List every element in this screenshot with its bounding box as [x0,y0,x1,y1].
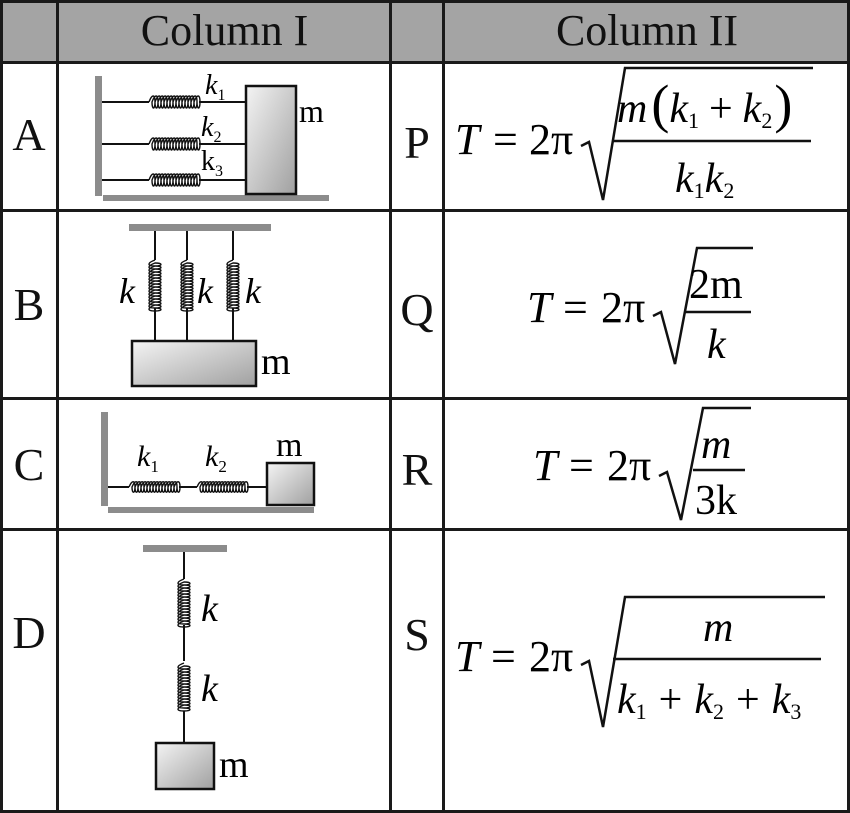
wall [95,76,102,196]
grid-line [0,61,850,64]
formula-t: T [527,283,555,332]
grid-line [0,528,850,531]
floor [103,195,329,201]
formula-t: T [455,632,483,681]
spring-left [148,259,162,312]
numerator: 2m [689,262,743,308]
label-k2: k2 [201,112,221,146]
column-1-header: Column I [140,6,309,55]
label-k-right: k [245,271,262,311]
grid-line [389,0,392,813]
grid-line [0,209,850,212]
figure-d-series-vertical: k k m [143,545,249,791]
spring-k1 [148,95,201,109]
formula-s: T = 2π m k1+k2+k3 [455,595,825,728]
grid-line [56,0,59,813]
row-label-c: C [13,439,45,490]
denominator: k [707,322,727,368]
formula-t: T [533,441,561,490]
ceiling [143,545,227,552]
label-k2: k2 [205,440,227,476]
floor [108,507,314,513]
formula-two-pi: 2π [529,115,573,164]
numerator: m(k1+k2) [617,74,792,134]
grid-line [0,0,3,813]
label-k1: k1 [137,440,159,476]
row-label-a: A [12,109,46,160]
figure-c-series-horizontal: k1 k2 m [101,412,316,513]
denominator: k1k2 [675,156,734,203]
label-k3: k3 [201,146,223,180]
row-label-d: D [12,607,46,658]
radical-sign [580,66,813,201]
radical-sign [580,595,825,728]
numerator: m [701,422,731,468]
ceiling [129,224,271,231]
formula-equals: = [569,441,594,490]
radical-sign [658,406,751,521]
wall [101,412,108,506]
block-mass [244,84,298,196]
grid-line [0,397,850,400]
formula-equals: = [563,283,588,332]
spring-top [177,578,191,628]
spring-k2 [196,481,249,493]
spring-k3 [148,173,201,187]
spring-k2 [148,137,201,151]
label-mass: m [261,341,291,383]
row-label-r: R [401,444,433,495]
formula-p: T = 2π m(k1+k2) k1k2 [455,66,813,203]
formula-equals: = [493,115,518,164]
header-row-right [391,0,850,62]
label-mass: m [276,427,302,464]
label-k-left: k [119,271,136,311]
block-mass [130,339,258,388]
spring-middle [180,259,194,312]
formula-two-pi: 2π [529,632,573,681]
formula-two-pi: 2π [601,283,645,332]
label-k1: k1 [205,70,225,104]
label-k-bottom: k [201,668,219,710]
formula-q: T = 2π 2m k [527,246,753,368]
block-mass [154,741,216,791]
formula-r: T = 2π m 3k [533,406,751,524]
label-k-middle: k [197,271,214,311]
grid-line [847,0,850,813]
spring-right [226,259,240,312]
formula-t: T [455,115,483,164]
spring-bottom [177,662,191,712]
block-mass [265,461,316,507]
grid-line [0,0,850,3]
denominator: 3k [695,478,737,524]
row-label-q: Q [400,284,434,335]
row-label-p: P [404,117,430,168]
denominator: k1+k2+k3 [617,677,801,724]
spring-k1 [128,481,181,493]
label-mass: m [219,744,249,786]
column-2-header: Column II [555,6,739,55]
label-k-top: k [201,588,219,630]
figure-b-vertical-parallel: k k k m [119,224,291,388]
numerator: m [703,605,733,651]
label-mass: m [299,93,324,129]
header-row-left [0,0,391,62]
formula-equals: = [491,632,516,681]
row-label-s: S [404,609,430,660]
grid-line [442,0,445,813]
grid-line [0,810,850,813]
radical-sign [652,246,753,365]
figure-a-parallel-springs: k1 k2 k3 m [95,70,329,201]
formula-two-pi: 2π [607,441,651,490]
row-label-b: B [13,279,45,330]
